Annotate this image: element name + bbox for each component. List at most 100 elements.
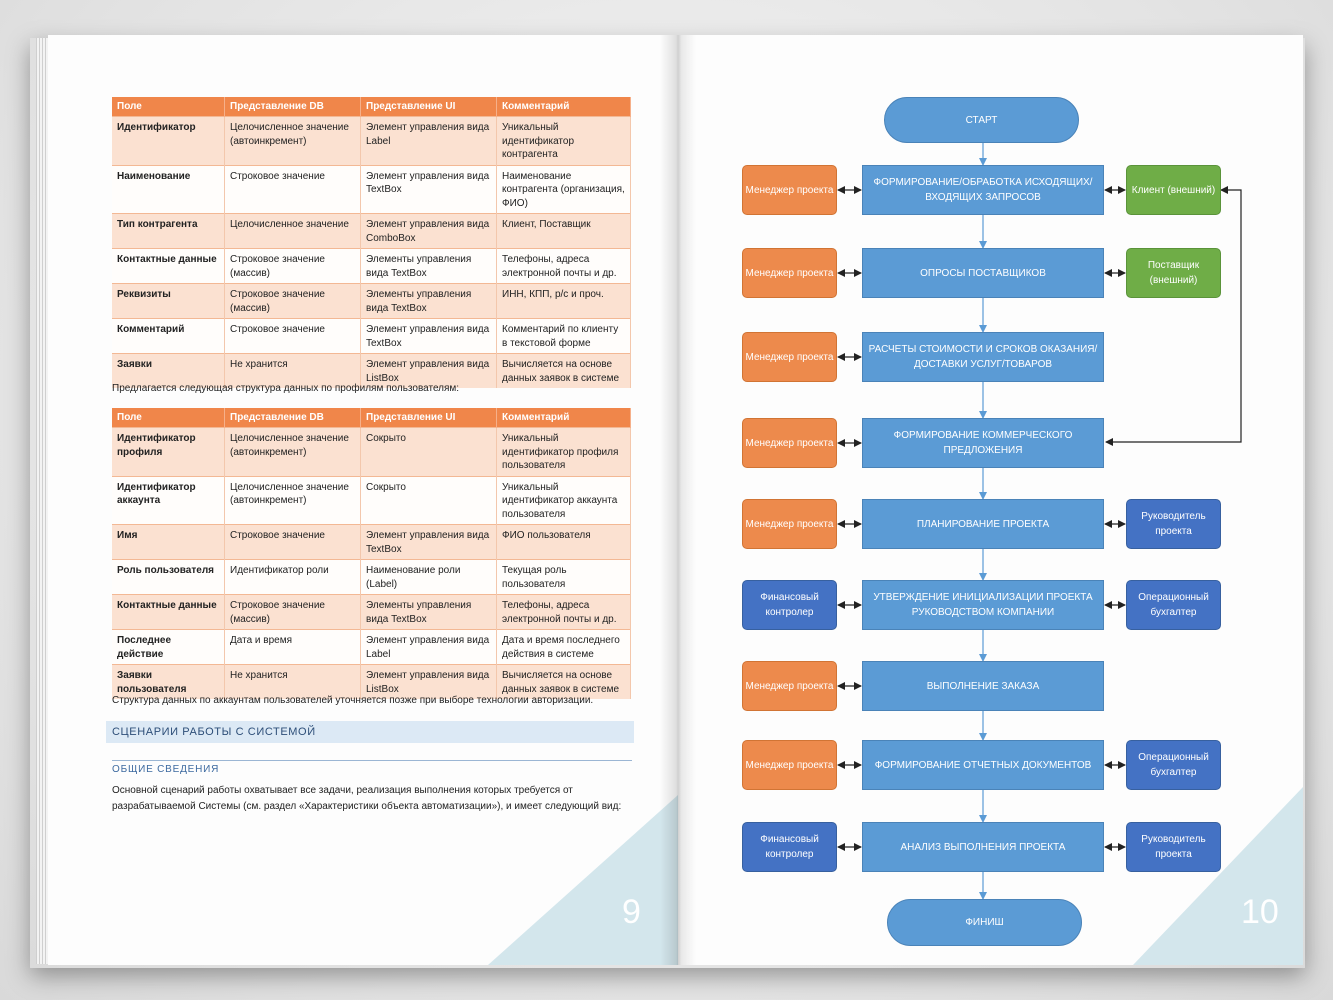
table-cell: Контактные данные [112,248,225,284]
section-heading: СЦЕНАРИИ РАБОТЫ С СИСТЕМОЙ [106,721,634,743]
table-cell: Элемент управления вида ListBox [360,664,497,699]
table-cell: Строковое значение (массив) [224,594,361,630]
table-cell: Уникальный идентификатор профиля пользов… [496,427,631,476]
table-cell: Идентификатор роли [224,559,361,595]
process-step: ПЛАНИРОВАНИЕ ПРОЕКТА [862,499,1104,549]
process-step: ФОРМИРОВАНИЕ/ОБРАБОТКА ИСХОДЯЩИХ/ВХОДЯЩИ… [862,165,1104,215]
table-cell: Роль пользователя [112,559,225,595]
table-cell: Строковое значение [224,524,361,560]
table-header: Представление DB [224,97,361,117]
table-cell: Целочисленное значение (автоинкремент) [224,427,361,476]
table-cell: Контактные данные [112,594,225,630]
table-cell: Наименование контрагента (организация, Ф… [496,164,631,214]
actor-box-right: Операционный бухгалтер [1126,580,1221,630]
actor-box-left: Менеджер проекта [742,248,837,298]
table-cell: Телефоны, адреса электронной почты и др. [496,248,631,284]
actor-box-left: Менеджер проекта [742,661,837,711]
left-page: 9 Поле Представление DB Представление UI… [48,35,678,965]
table-cell: Элемент управления вида TextBox [360,318,497,354]
process-step: ФОРМИРОВАНИЕ КОММЕРЧЕСКОГО ПРЕДЛОЖЕНИЯ [862,418,1104,468]
table-cell: Наименование роли (Label) [360,559,497,595]
table-cell: Уникальный идентификатор контрагента [496,116,631,165]
flowchart-connectors [837,143,1242,900]
actor-box-right: Руководитель проекта [1126,499,1221,549]
page-number: 10 [1241,893,1279,931]
table-cell: Строковое значение [224,164,361,214]
table-cell: Строковое значение (массив) [224,283,361,319]
table-cell: Не хранится [224,664,361,699]
actor-box-left: Финансовый контролер [742,580,837,630]
table-cell: Элементы управления вида TextBox [360,594,497,630]
table-cell: Текущая роль пользователя [496,559,631,595]
table-cell: Сокрыто [360,427,497,476]
table-cell: Целочисленное значение (автоинкремент) [224,116,361,165]
table-cell: Заявки пользователя [112,664,225,699]
process-step: УТВЕРЖДЕНИЕ ИНИЦИАЛИЗАЦИИ ПРОЕКТА РУКОВО… [862,580,1104,630]
table-header: Представление UI [360,408,497,428]
finish-node: ФИНИШ [887,899,1082,946]
table-cell: Строковое значение (массив) [224,248,361,284]
table-header-row: Поле Представление DB Представление UI К… [112,408,631,428]
table-cell: Идентификатор [112,116,225,165]
table-cell: Клиент, Поставщик [496,213,631,249]
paragraph: Предлагается следующая структура данных … [112,383,460,394]
table-cell: ИНН, КПП, р/с и проч. [496,283,631,319]
actor-box-left: Менеджер проекта [742,740,837,790]
table-cell: Строковое значение [224,318,361,354]
table-cell: Элемент управления вида Label [360,629,497,665]
table-cell: Наименование [112,164,225,214]
corner-triangle [1133,787,1303,965]
actor-box-left: Менеджер проекта [742,165,837,215]
corner-triangle [488,795,678,965]
table-cell: Целочисленное значение (автоинкремент) [224,475,361,525]
table-cell: Элементы управления вида TextBox [360,283,497,319]
actor-box-left: Менеджер проекта [742,499,837,549]
actor-box-right: Поставщик (внешний) [1126,248,1221,298]
table-cell: Вычисляется на основе данных заявок в си… [496,353,631,388]
table-cell: Дата и время последнего действия в систе… [496,629,631,665]
process-step: ОПРОСЫ ПОСТАВЩИКОВ [862,248,1104,298]
table-cell: Вычисляется на основе данных заявок в си… [496,664,631,699]
table-header: Поле [112,408,225,428]
table-header: Представление DB [224,408,361,428]
actor-box-right: Операционный бухгалтер [1126,740,1221,790]
table-header: Комментарий [496,97,631,117]
table-header: Комментарий [496,408,631,428]
page-edges [36,38,50,964]
page-number: 9 [622,893,641,931]
actor-box-left: Менеджер проекта [742,332,837,382]
actor-box-right: Руководитель проекта [1126,822,1221,872]
table-header: Представление UI [360,97,497,117]
process-step: ВЫПОЛНЕНИЕ ЗАКАЗА [862,661,1104,711]
table-cell: Заявки [112,353,225,388]
actor-box-left: Финансовый контролер [742,822,837,872]
table-cell: Элемент управления вида ListBox [360,353,497,388]
subheading: ОБЩИЕ СВЕДЕНИЯ [112,764,220,775]
table-cell: Элемент управления вида Label [360,116,497,165]
table-cell: Уникальный идентификатор аккаунта пользо… [496,475,631,525]
table-cell: Дата и время [224,629,361,665]
table-cell: Элемент управления вида TextBox [360,524,497,560]
actor-box-right: Клиент (внешний) [1126,165,1221,215]
table-cell: Идентификатор профиля [112,427,225,476]
divider [112,760,632,761]
counterparty-table: Поле Представление DB Представление UI К… [112,97,631,388]
process-step: РАСЧЕТЫ СТОИМОСТИ И СРОКОВ ОКАЗАНИЯ/ДОСТ… [862,332,1104,382]
table-cell: Последнее действие [112,629,225,665]
table-header-row: Поле Представление DB Представление UI К… [112,97,631,117]
table-cell: Целочисленное значение [224,213,361,249]
